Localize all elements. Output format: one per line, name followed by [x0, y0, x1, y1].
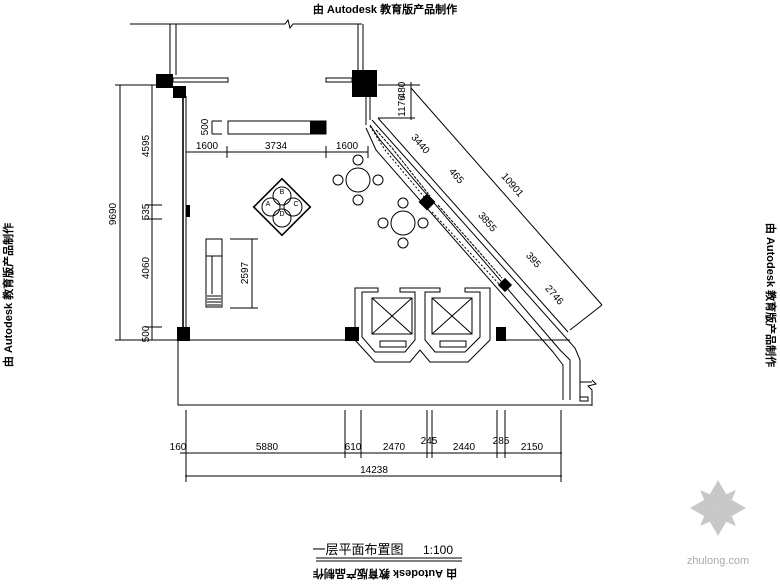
svg-text:245: 245: [421, 436, 438, 447]
seat-label-b: B: [280, 189, 285, 196]
svg-text:535: 535: [141, 203, 152, 220]
svg-text:3440: 3440: [408, 132, 431, 156]
zhulong-logo-icon: [690, 480, 746, 536]
svg-text:10901: 10901: [499, 171, 526, 200]
scale-text: 1:100: [423, 543, 453, 557]
seat-label-c: C: [293, 201, 298, 208]
counter-dimensions: 500 1600 3734 1600 2597: [186, 118, 369, 309]
svg-text:610: 610: [345, 442, 362, 453]
sofa: [205, 238, 223, 308]
planter-hatch-2: [375, 129, 503, 279]
svg-text:2746: 2746: [542, 283, 565, 307]
svg-text:2150: 2150: [521, 442, 544, 453]
seat-label-d: D: [279, 211, 284, 218]
svg-text:4595: 4595: [141, 134, 152, 157]
drawing-title: 一层平面布置图 1:100: [312, 542, 462, 562]
bottom-dimensions: 160 5880 610 2470 245 2440 285 2150 1423…: [170, 410, 562, 482]
svg-text:160: 160: [170, 442, 187, 453]
svg-text:2440: 2440: [453, 442, 476, 453]
svg-text:3734: 3734: [265, 141, 288, 152]
dim-left-total: 9690: [108, 202, 119, 225]
svg-text:1600: 1600: [336, 141, 359, 152]
watermark-bottom: 由 Autodesk 教育版产品制作: [313, 567, 457, 581]
svg-text:500: 500: [141, 325, 152, 342]
seat-label-a: A: [266, 201, 271, 208]
svg-text:1176: 1176: [397, 95, 408, 117]
svg-text:2597: 2597: [240, 261, 251, 284]
site-logo-text: zhulong.com: [687, 555, 749, 567]
svg-text:14238: 14238: [360, 465, 388, 476]
title-text: 一层平面布置图: [312, 542, 403, 557]
top-break-line: [130, 18, 362, 30]
svg-text:2470: 2470: [383, 442, 406, 453]
watermark-right: 由 Autodesk 教育版产品制作: [764, 223, 778, 367]
round-table-1: [332, 154, 384, 206]
svg-text:500: 500: [200, 118, 211, 135]
svg-text:465: 465: [446, 166, 466, 186]
watermark-left: 由 Autodesk 教育版产品制作: [1, 223, 15, 367]
svg-text:395: 395: [523, 250, 543, 270]
round-table-2: [377, 197, 429, 249]
watermark-top: 由 Autodesk 教育版产品制作: [313, 2, 457, 16]
left-dimensions: 9690 4595 535 4060 500: [108, 84, 178, 342]
svg-text:5880: 5880: [256, 442, 279, 453]
svg-text:480: 480: [397, 81, 408, 98]
walls: [156, 24, 597, 406]
planter-hatch: [369, 125, 501, 286]
svg-text:1600: 1600: [196, 141, 219, 152]
svg-text:285: 285: [493, 436, 510, 447]
elevator-core: [354, 287, 491, 363]
svg-text:4060: 4060: [141, 256, 152, 279]
square-table-set: B A C D: [252, 177, 312, 237]
